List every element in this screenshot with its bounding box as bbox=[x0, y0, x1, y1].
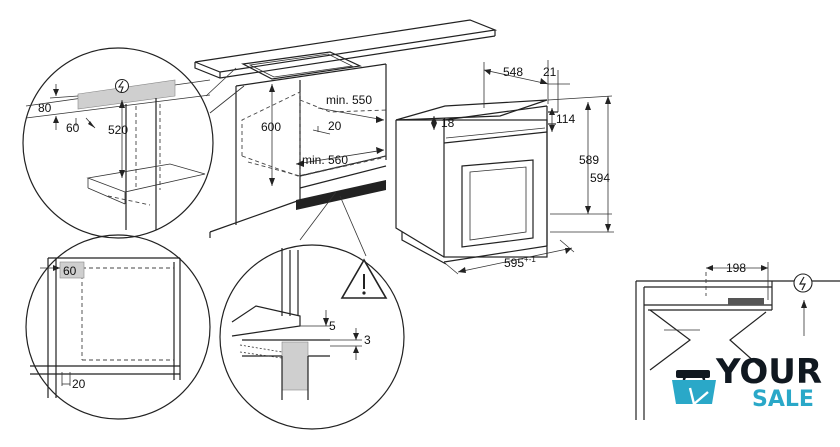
dim-min550-label: min. 550 bbox=[326, 93, 372, 107]
detail-circle-outlet: 80 60 520 bbox=[22, 47, 245, 239]
cabinet-dimensions: 600 min. 550 20 min. 560 bbox=[261, 84, 385, 186]
dim-20-top-label: 20 bbox=[328, 119, 342, 133]
dim-520-label: 520 bbox=[108, 123, 128, 137]
dim-18-label: 18 bbox=[441, 116, 455, 130]
dim-589-label: 589 bbox=[579, 153, 599, 167]
dim-5-label: 5 bbox=[329, 319, 336, 333]
dim-595-label: 595+-1 bbox=[504, 255, 536, 270]
dim-60-b-label: 60 bbox=[63, 264, 77, 278]
logo-word-bottom: SALE bbox=[752, 387, 814, 412]
dim-20-b-label: 20 bbox=[72, 377, 86, 391]
dim-80-label: 80 bbox=[38, 101, 52, 115]
dim-594-label: 594 bbox=[590, 171, 610, 185]
dim-21-label: 21 bbox=[543, 65, 557, 79]
dim-198-label: 198 bbox=[726, 261, 746, 275]
detail-circle-plinth: 5 3 bbox=[219, 191, 405, 430]
dim-60-a-label: 60 bbox=[66, 121, 80, 135]
dim-600-label: 600 bbox=[261, 120, 281, 134]
detail-circle-side: 60 20 bbox=[25, 234, 211, 420]
warning-triangle-icon bbox=[340, 258, 388, 299]
kitchen-cabinet bbox=[194, 19, 498, 238]
oven bbox=[395, 99, 558, 265]
your-sale-logo: YOUR SALE bbox=[672, 352, 822, 412]
dim-114-label: 114 bbox=[556, 112, 575, 126]
dim-min560-label: min. 560 bbox=[302, 153, 348, 167]
electrical-outlet-icon bbox=[115, 79, 129, 93]
dim-548-label: 548 bbox=[503, 65, 523, 79]
electrical-outlet-icon bbox=[793, 273, 813, 293]
oven-dimensions: 548 21 114 18 589 594 595+-1 bbox=[431, 60, 614, 275]
side-view-partial: 198 bbox=[635, 261, 840, 420]
logo-word-top: YOUR bbox=[715, 352, 822, 392]
dim-3-label: 3 bbox=[364, 333, 371, 347]
shopping-bag-icon bbox=[672, 370, 716, 407]
